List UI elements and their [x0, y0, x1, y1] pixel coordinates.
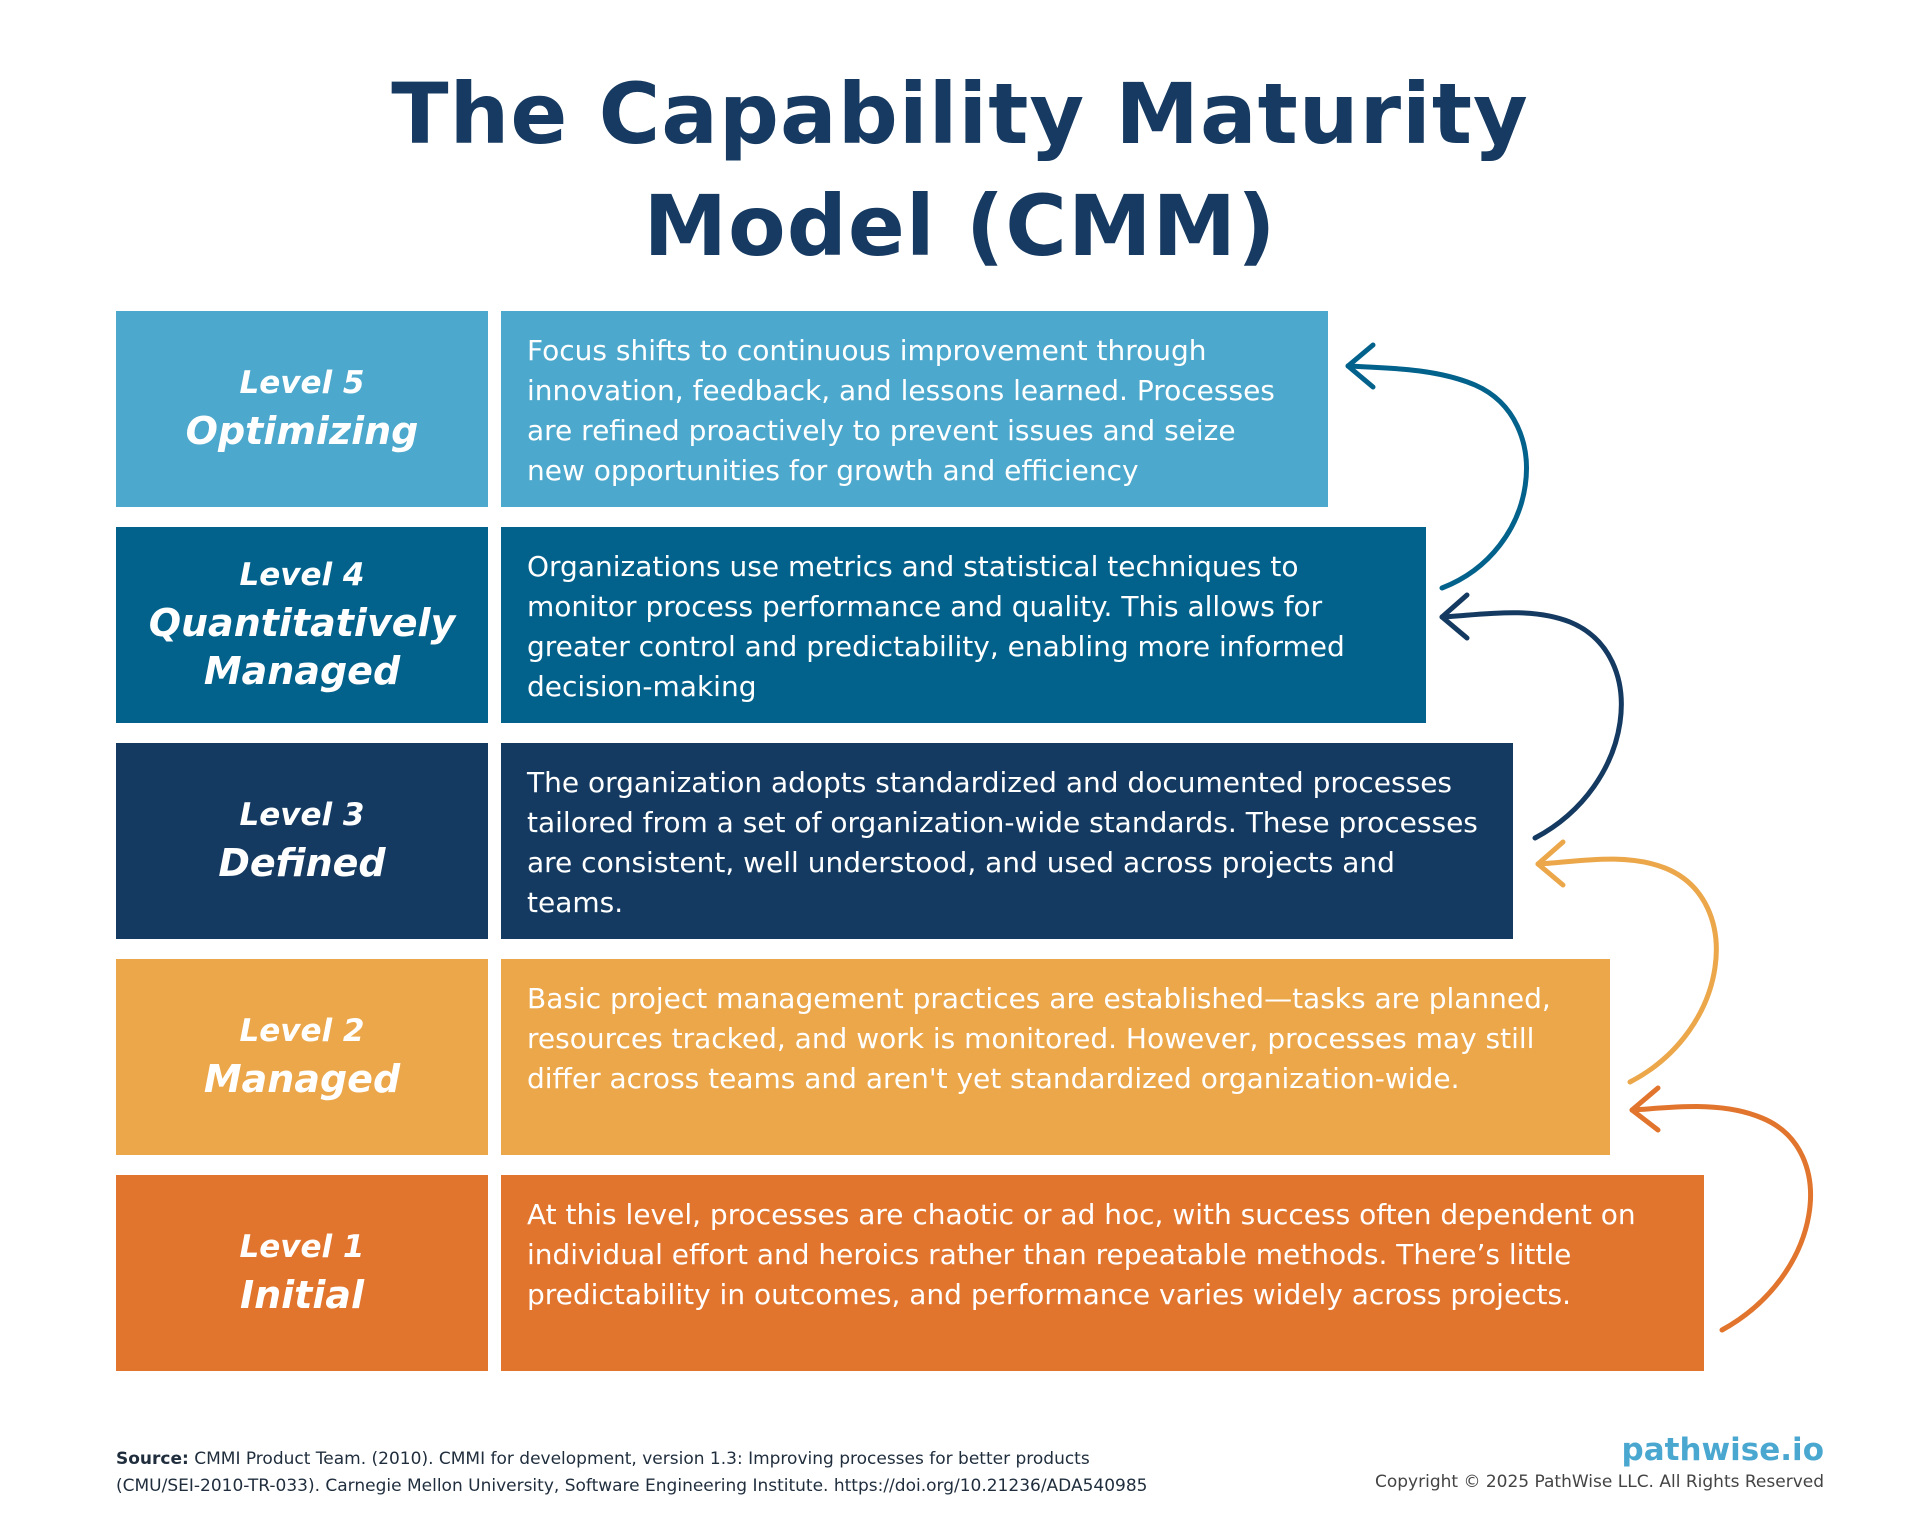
level-1-label: Level 1 Initial	[116, 1175, 488, 1371]
arrow-level-1-to-2	[1629, 1085, 1814, 1333]
level-5-description: Focus shifts to continuous improvement t…	[501, 311, 1328, 507]
source-text-1: CMMI Product Team. (2010). CMMI for deve…	[194, 1449, 1090, 1469]
source-citation: Source: CMMI Product Team. (2010). CMMI …	[116, 1446, 1266, 1500]
source-label: Source:	[116, 1449, 189, 1469]
arrow-level-2-to-3	[1535, 839, 1719, 1085]
level-4-label: Level 4 Quantitatively Managed	[116, 527, 488, 723]
level-2-description: Basic project management practices are e…	[501, 959, 1610, 1155]
source-line-2: (CMU/SEI-2010-TR-033). Carnegie Mellon U…	[116, 1476, 1148, 1496]
level-3-name: Defined	[218, 841, 386, 885]
level-3-label: Level 3 Defined	[116, 743, 488, 939]
level-5-label: Level 5 Optimizing	[116, 311, 488, 507]
level-1-number: Level 1	[239, 1229, 365, 1265]
title-line-1: The Capability Maturity	[391, 65, 1529, 163]
level-4-description: Organizations use metrics and statistica…	[501, 527, 1426, 723]
level-3-description: The organization adopts standardized and…	[501, 743, 1513, 939]
level-4-name: Quantitatively Managed	[148, 601, 456, 693]
title-line-2: Model (CMM)	[643, 177, 1277, 275]
level-2-number: Level 2	[239, 1013, 365, 1049]
arrow-level-3-to-4	[1439, 592, 1624, 841]
source-line-1: Source: CMMI Product Team. (2010). CMMI …	[116, 1446, 1266, 1473]
level-2-name: Managed	[203, 1057, 401, 1101]
level-1-name: Initial	[239, 1273, 365, 1317]
page-title: The Capability Maturity Model (CMM)	[0, 58, 1920, 282]
arrow-level-4-to-5	[1345, 342, 1529, 591]
brand-block: pathwise.io Copyright © 2025 PathWise LL…	[1375, 1432, 1824, 1496]
level-4-number: Level 4	[239, 557, 365, 593]
level-5-name: Optimizing	[185, 409, 419, 453]
level-2-label: Level 2 Managed	[116, 959, 488, 1155]
level-3-number: Level 3	[239, 797, 365, 833]
brand-logo: pathwise.io	[1621, 1432, 1824, 1468]
copyright-text: Copyright © 2025 PathWise LLC. All Right…	[1374, 1472, 1824, 1492]
level-1-description: At this level, processes are chaotic or …	[501, 1175, 1704, 1371]
level-5-number: Level 5	[239, 365, 365, 401]
